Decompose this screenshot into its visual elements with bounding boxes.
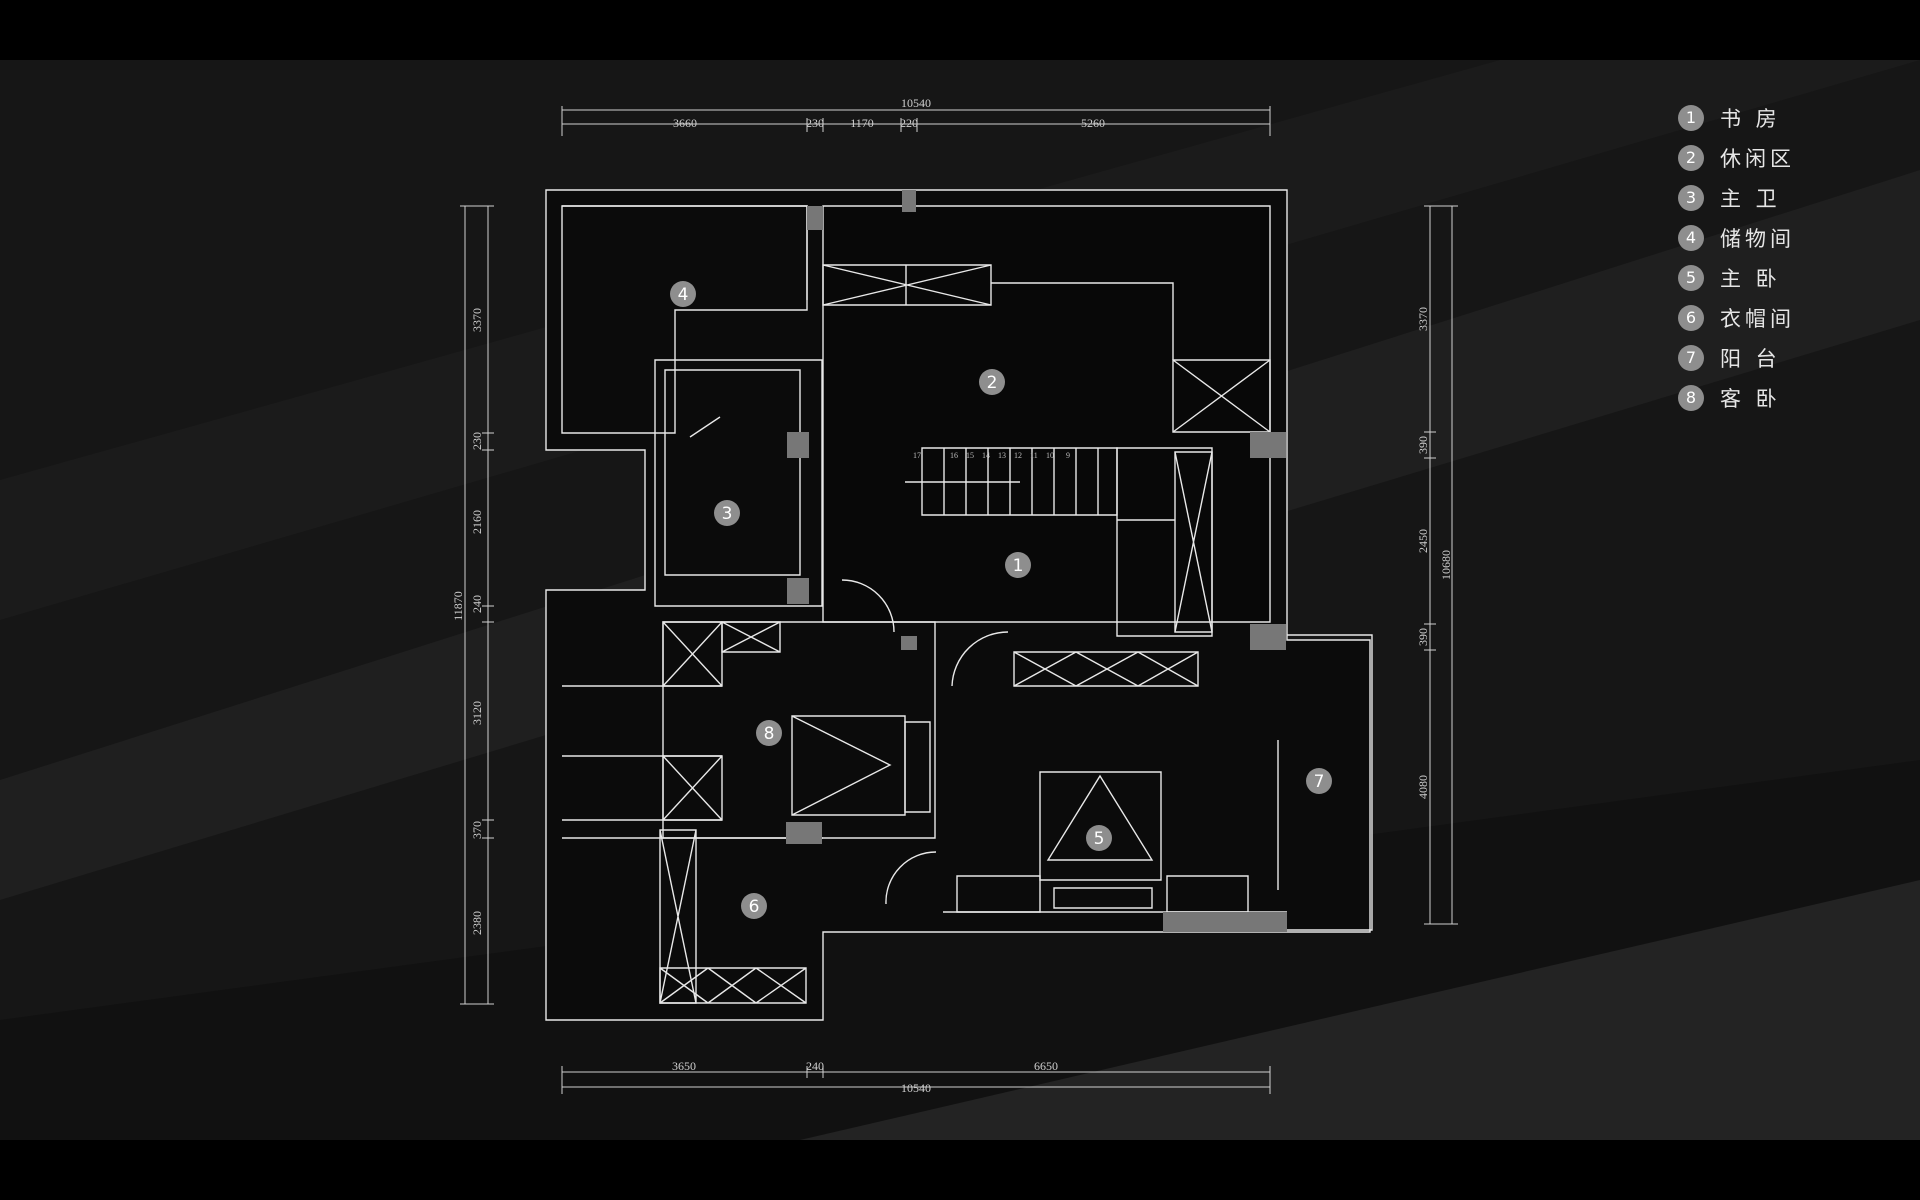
dim-left-segment: 230 [470, 432, 484, 450]
legend-number-badge: 1 [1678, 105, 1704, 131]
dim-right-segment: 390 [1416, 628, 1430, 646]
room-badge-3: 3 [722, 504, 733, 524]
room-badge-8: 8 [764, 724, 775, 744]
legend-label: 书 房 [1720, 107, 1781, 131]
room-badge-4: 4 [678, 285, 689, 305]
legend-label: 客 卧 [1720, 387, 1781, 411]
legend-item: 7 阳 台 [1678, 338, 1878, 378]
legend-item: 3 主 卫 [1678, 178, 1878, 218]
dim-right-segment: 3370 [1416, 307, 1430, 331]
stair-number: 9 [1066, 451, 1070, 460]
dim-top-segment: 5260 [1081, 116, 1105, 130]
legend-label: 储物间 [1720, 227, 1795, 251]
dim-top-segment: 220 [900, 116, 918, 130]
room-badge-1: 1 [1013, 556, 1024, 576]
dim-left-total: 11870 [451, 591, 465, 621]
room-badge-6: 6 [749, 897, 760, 917]
dim-right-segment: 2450 [1416, 529, 1430, 553]
dim-left-segment: 3120 [470, 701, 484, 725]
dim-right-total: 10680 [1439, 550, 1453, 580]
legend-label: 主 卧 [1720, 267, 1781, 291]
stair-number: 11 [1030, 451, 1038, 460]
legend-number-badge: 5 [1678, 265, 1704, 291]
stair-number: 13 [998, 451, 1006, 460]
stair-number: 14 [982, 451, 990, 460]
stair-number: 16 [950, 451, 958, 460]
dim-right-segment: 390 [1416, 436, 1430, 454]
room-badge-7: 7 [1314, 772, 1325, 792]
legend-label: 休闲区 [1720, 147, 1795, 171]
stair-number: 10 [1046, 451, 1054, 460]
letterbox-bottom [0, 1140, 1920, 1200]
room-badge-5: 5 [1094, 829, 1105, 849]
stair-number: 15 [966, 451, 974, 460]
dim-top-total: 10540 [901, 96, 931, 110]
dim-left-segment: 370 [470, 821, 484, 839]
dim-right-segment: 4080 [1416, 775, 1430, 799]
legend-item: 5 主 卧 [1678, 258, 1878, 298]
dim-bottom-segment: 6650 [1034, 1059, 1058, 1073]
legend-number-badge: 4 [1678, 225, 1704, 251]
room-badges: 1 2 3 4 5 6 7 8 [670, 281, 1332, 919]
dim-left-segment: 3370 [470, 308, 484, 332]
legend-item: 1 书 房 [1678, 98, 1878, 138]
dim-left-segment: 2380 [470, 911, 484, 935]
legend-label: 衣帽间 [1720, 307, 1795, 331]
stair-number: 17 [913, 451, 921, 460]
dim-bottom-segment: 240 [806, 1059, 824, 1073]
legend-number-badge: 3 [1678, 185, 1704, 211]
legend-item: 8 客 卧 [1678, 378, 1878, 418]
room-legend: 1 书 房 2 休闲区 3 主 卫 4 储物间 5 主 卧 6 衣帽间 7 阳 台 8 客 卧 [1678, 98, 1878, 418]
dim-left-segment: 240 [470, 595, 484, 613]
legend-number-badge: 6 [1678, 305, 1704, 331]
dim-bottom-segment: 3650 [672, 1059, 696, 1073]
legend-number-badge: 2 [1678, 145, 1704, 171]
dim-bottom-total: 10540 [901, 1081, 931, 1095]
legend-number-badge: 8 [1678, 385, 1704, 411]
legend-label: 阳 台 [1720, 347, 1781, 371]
dim-top-segment: 3660 [673, 116, 697, 130]
room-badge-2: 2 [987, 373, 998, 393]
dim-top-segment: 1170 [850, 116, 874, 130]
legend-item: 6 衣帽间 [1678, 298, 1878, 338]
legend-number-badge: 7 [1678, 345, 1704, 371]
letterbox-top [0, 0, 1920, 60]
dim-top-segment: 230 [806, 116, 824, 130]
legend-label: 主 卫 [1720, 187, 1781, 211]
stair-number: 12 [1014, 451, 1022, 460]
legend-item: 2 休闲区 [1678, 138, 1878, 178]
legend-item: 4 储物间 [1678, 218, 1878, 258]
dim-left-segment: 2160 [470, 510, 484, 534]
